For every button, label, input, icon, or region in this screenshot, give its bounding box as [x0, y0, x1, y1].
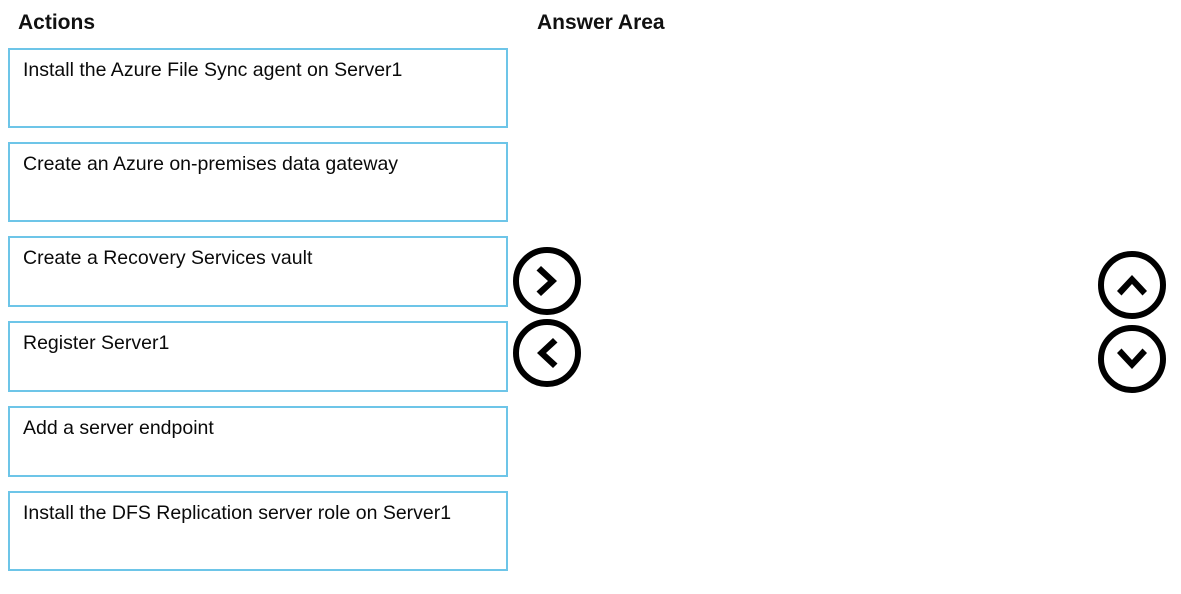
action-item[interactable]: Install the DFS Replication server role … — [8, 491, 508, 571]
action-item[interactable]: Add a server endpoint — [8, 406, 508, 477]
move-left-button[interactable] — [512, 318, 582, 388]
chevron-left-icon — [513, 319, 581, 387]
action-item[interactable]: Create a Recovery Services vault — [8, 236, 508, 307]
action-item[interactable]: Register Server1 — [8, 321, 508, 392]
actions-column-heading: Actions — [18, 11, 96, 34]
move-down-button[interactable] — [1097, 324, 1167, 394]
chevron-right-icon — [513, 247, 581, 315]
move-up-button[interactable] — [1097, 250, 1167, 320]
action-item[interactable]: Install the Azure File Sync agent on Ser… — [8, 48, 508, 128]
chevron-down-icon — [1098, 325, 1166, 393]
actions-list: Install the Azure File Sync agent on Ser… — [8, 48, 508, 585]
answer-area-heading: Answer Area — [537, 11, 665, 34]
move-right-button[interactable] — [512, 246, 582, 316]
action-item[interactable]: Create an Azure on-premises data gateway — [8, 142, 508, 222]
answer-area-dropzone[interactable] — [537, 48, 1057, 576]
chevron-up-icon — [1098, 251, 1166, 319]
